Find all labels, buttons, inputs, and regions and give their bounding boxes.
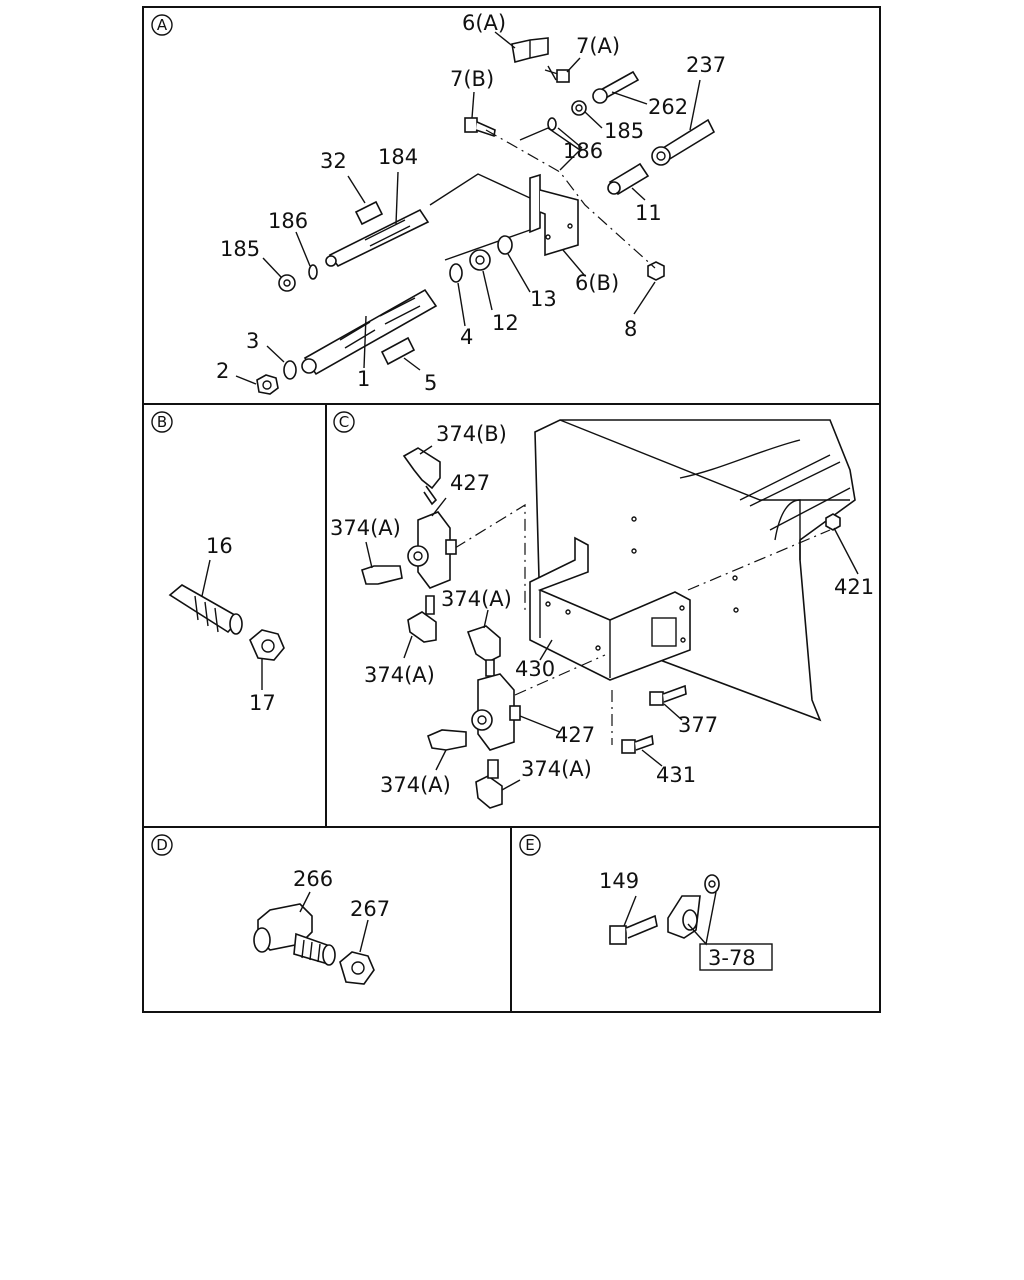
valve-427-upper — [407, 511, 457, 589]
bolt-377 — [649, 684, 687, 706]
nut-185-top — [571, 100, 587, 116]
svg-text:B: B — [157, 413, 167, 431]
callout-149: 149 — [599, 869, 639, 893]
section-d-drawing — [253, 903, 375, 985]
washer-13 — [497, 235, 513, 255]
washer-3 — [283, 360, 297, 380]
callout-16: 16 — [206, 534, 233, 558]
callout-7b: 7(B) — [450, 67, 494, 91]
nut-8 — [647, 261, 665, 281]
callout-427-lower: 427 — [555, 723, 595, 747]
callout-3: 3 — [246, 329, 259, 353]
bolt-7b — [464, 117, 478, 133]
svg-text:D: D — [156, 836, 168, 854]
callout-2: 2 — [216, 359, 229, 383]
callout-185-left: 185 — [220, 237, 260, 261]
callout-1: 1 — [357, 367, 370, 391]
nut-17 — [249, 629, 285, 661]
callout-430: 430 — [515, 657, 555, 681]
fitting-3-78 — [667, 874, 720, 939]
callout-427-upper: 427 — [450, 471, 490, 495]
section-b-drawing — [168, 584, 285, 661]
svg-text:C: C — [339, 413, 349, 431]
washer-186-left — [308, 264, 318, 280]
sleeve-5 — [380, 336, 416, 366]
callout-262: 262 — [648, 95, 688, 119]
fitting-16 — [168, 584, 243, 635]
hose-184 — [325, 208, 430, 268]
bracket-430 — [529, 536, 691, 681]
callout-32: 32 — [320, 149, 347, 173]
callout-3-78: 3-78 — [708, 946, 756, 970]
callout-266: 266 — [293, 867, 333, 891]
bolt-431 — [621, 734, 654, 754]
svg-text:E: E — [525, 836, 534, 854]
svg-text:A: A — [157, 16, 168, 34]
callout-labels: 6(A) 7(A) 7(B) 237 262 185 186 32 184 18… — [206, 11, 874, 970]
callout-12: 12 — [492, 311, 519, 335]
callout-374a-bottom-left: 374(A) — [380, 773, 451, 797]
callout-374a-middle: 374(A) — [441, 587, 512, 611]
nut-267 — [339, 951, 375, 985]
callout-374a-bottom: 374(A) — [521, 757, 592, 781]
section-a-drawing — [256, 37, 716, 395]
section-badge-c: C — [333, 411, 355, 433]
callout-13: 13 — [530, 287, 557, 311]
nut-421 — [825, 513, 841, 531]
callout-374b: 374(B) — [436, 422, 507, 446]
elbow-374a-left-upper — [361, 565, 403, 585]
section-badge-b: B — [151, 411, 173, 433]
elbow-374a-lower-left — [407, 595, 437, 643]
reference-box — [699, 943, 773, 971]
callout-5: 5 — [424, 371, 437, 395]
callout-421: 421 — [834, 575, 874, 599]
section-badge-a: A — [151, 14, 173, 36]
callout-8: 8 — [624, 317, 637, 341]
callout-4: 4 — [460, 325, 473, 349]
nut-185-left — [278, 274, 296, 292]
callout-186-top: 186 — [563, 139, 603, 163]
callout-267: 267 — [350, 897, 390, 921]
nut-12 — [469, 249, 491, 271]
valve-427-lower — [471, 673, 521, 751]
callout-184: 184 — [378, 145, 418, 169]
section-c-drawing — [361, 419, 856, 809]
union-266 — [253, 903, 336, 966]
frame-rail — [534, 419, 856, 722]
callout-374a-lower-left: 374(A) — [364, 663, 435, 687]
bracket-6b — [529, 173, 541, 234]
nut-2 — [256, 374, 279, 395]
section-badge-e: E — [519, 834, 541, 856]
o-ring-4 — [449, 263, 463, 283]
callout-377: 377 — [678, 713, 718, 737]
callout-186-left: 186 — [268, 209, 308, 233]
elbow-374b — [402, 447, 441, 506]
callout-431: 431 — [656, 763, 696, 787]
sleeve-32 — [354, 200, 384, 226]
elbow-374a-bottom — [475, 759, 503, 809]
elbow-374a-middle — [466, 625, 501, 677]
hose-1 — [301, 288, 438, 376]
callout-7a: 7(A) — [576, 34, 620, 58]
bolt-7a — [556, 69, 570, 83]
callout-374a-upper-left: 374(A) — [330, 516, 401, 540]
leader-lines — [201, 31, 859, 953]
section-badge-d: D — [151, 834, 173, 856]
callout-6b: 6(B) — [575, 271, 619, 295]
callout-237: 237 — [686, 53, 726, 77]
callout-185-top: 185 — [604, 119, 644, 143]
callout-6a: 6(A) — [462, 11, 506, 35]
callout-17: 17 — [249, 691, 276, 715]
callout-11: 11 — [635, 201, 662, 225]
elbow-374a-bottom-left — [427, 729, 467, 751]
bolt-149 — [609, 914, 658, 945]
pipe-237 — [662, 118, 716, 162]
